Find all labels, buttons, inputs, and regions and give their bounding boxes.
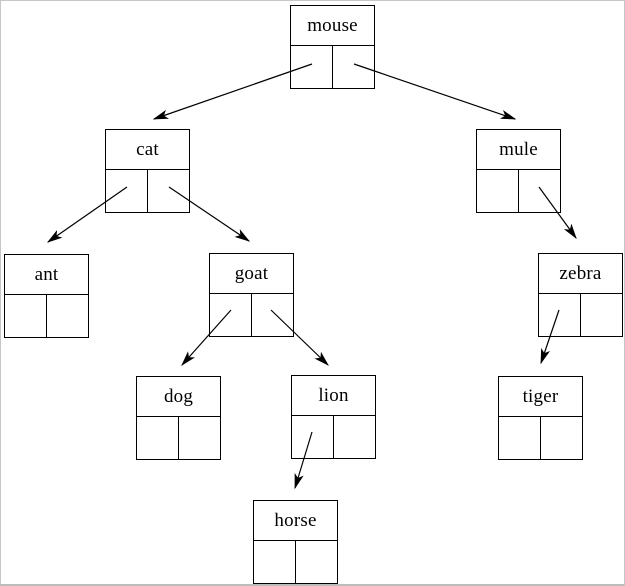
- node-label-goat: goat: [210, 254, 293, 294]
- right-pointer-cell: [296, 541, 337, 583]
- left-pointer-cell: [137, 417, 179, 459]
- tree-node-dog: dog: [136, 376, 221, 460]
- right-pointer-cell: [179, 417, 220, 459]
- node-label-mouse: mouse: [291, 6, 374, 46]
- node-label-mule: mule: [477, 130, 560, 170]
- pointer-cells: [477, 170, 560, 212]
- left-pointer-cell: [539, 294, 581, 336]
- left-pointer-cell: [291, 46, 333, 88]
- tree-node-mouse: mouse: [290, 5, 375, 89]
- right-pointer-cell: [333, 46, 374, 88]
- pointer-cells: [5, 295, 88, 337]
- tree-node-lion: lion: [291, 375, 376, 459]
- node-label-cat: cat: [106, 130, 189, 170]
- right-pointer-cell: [148, 170, 189, 212]
- tree-node-zebra: zebra: [538, 253, 623, 337]
- node-label-horse: horse: [254, 501, 337, 541]
- pointer-cells: [499, 417, 582, 459]
- left-pointer-cell: [210, 294, 252, 336]
- pointer-cells: [292, 416, 375, 458]
- pointer-cells: [254, 541, 337, 583]
- right-pointer-cell: [541, 417, 582, 459]
- right-pointer-cell: [47, 295, 88, 337]
- node-label-tiger: tiger: [499, 377, 582, 417]
- right-pointer-cell: [252, 294, 293, 336]
- tree-node-ant: ant: [4, 254, 89, 338]
- right-pointer-cell: [334, 416, 375, 458]
- left-pointer-cell: [106, 170, 148, 212]
- tree-node-tiger: tiger: [498, 376, 583, 460]
- node-label-ant: ant: [5, 255, 88, 295]
- left-pointer-cell: [499, 417, 541, 459]
- right-pointer-cell: [581, 294, 622, 336]
- pointer-cells: [539, 294, 622, 336]
- right-pointer-cell: [519, 170, 560, 212]
- pointer-cells: [210, 294, 293, 336]
- tree-node-mule: mule: [476, 129, 561, 213]
- arrow-mouse-right-to-mule: [353, 63, 517, 120]
- node-label-zebra: zebra: [539, 254, 622, 294]
- node-label-dog: dog: [137, 377, 220, 417]
- left-pointer-cell: [292, 416, 334, 458]
- pointer-cells: [137, 417, 220, 459]
- pointer-cells: [291, 46, 374, 88]
- left-pointer-cell: [477, 170, 519, 212]
- tree-node-cat: cat: [105, 129, 190, 213]
- left-pointer-cell: [254, 541, 296, 583]
- left-pointer-cell: [5, 295, 47, 337]
- tree-node-goat: goat: [209, 253, 294, 337]
- node-label-lion: lion: [292, 376, 375, 416]
- pointer-cells: [106, 170, 189, 212]
- tree-node-horse: horse: [253, 500, 338, 584]
- arrow-mouse-left-to-cat: [152, 63, 313, 120]
